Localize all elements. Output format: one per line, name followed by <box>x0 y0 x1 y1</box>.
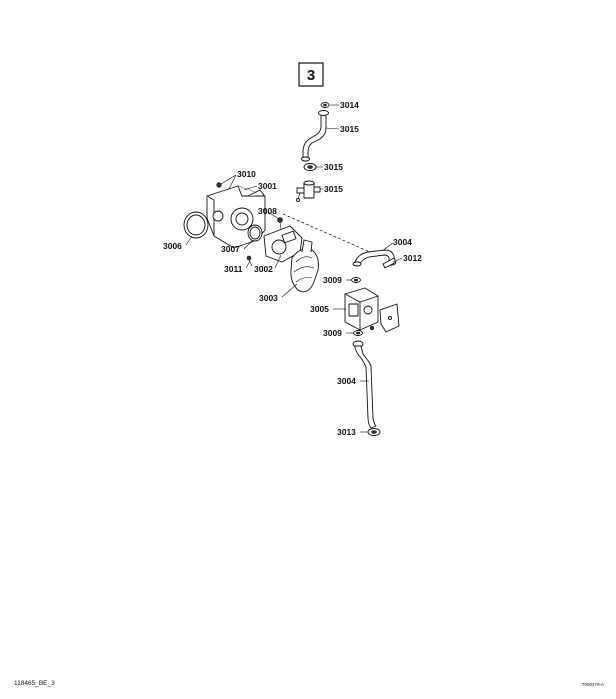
label-3004-upper: 3004 <box>393 237 412 247</box>
label-3009-upper: 3009 <box>323 275 342 285</box>
label-3012: 3012 <box>403 253 422 263</box>
part-3004-lower-pipe[interactable] <box>352 340 377 429</box>
part-3011-screw[interactable] <box>246 255 253 267</box>
part-3008-screw[interactable] <box>277 217 283 230</box>
label-3010: 3010 <box>237 169 256 179</box>
label-3013: 3013 <box>337 427 356 437</box>
label-3002: 3002 <box>254 264 273 274</box>
part-3015-upper-pipe[interactable] <box>301 110 329 162</box>
label-3011: 3011 <box>224 264 243 274</box>
part-3015-valve[interactable] <box>296 180 321 202</box>
part-3005-valve-body[interactable] <box>344 287 379 331</box>
alignment-dashed-line <box>282 213 371 253</box>
part-3013-seal[interactable] <box>367 428 381 436</box>
part-3014-seal[interactable] <box>320 102 330 108</box>
label-3006: 3006 <box>163 241 182 251</box>
label-3005: 3005 <box>310 304 329 314</box>
section-number: 3 <box>307 67 315 84</box>
footer-document-id: 118465_BE_3 <box>14 680 55 687</box>
part-3015-nut[interactable] <box>303 163 317 171</box>
label-3014: 3014 <box>340 100 359 110</box>
part-3006-oring[interactable] <box>183 211 209 239</box>
label-3008: 3008 <box>258 206 277 216</box>
part-3007-oring[interactable] <box>247 224 263 242</box>
label-3004-lower: 3004 <box>337 376 356 386</box>
label-3001: 3001 <box>258 181 277 191</box>
part-labels: 3014 3015 3015 3015 3010 3001 3008 3006 … <box>163 100 422 437</box>
label-3015-nut: 3015 <box>324 162 343 172</box>
part-3009-lower-seal[interactable] <box>353 330 363 336</box>
label-3003: 3003 <box>259 293 278 303</box>
label-3015-valve: 3015 <box>324 184 343 194</box>
label-3015-upper: 3015 <box>340 124 359 134</box>
label-3007: 3007 <box>221 244 240 254</box>
part-3012-clip[interactable] <box>382 257 397 269</box>
label-3009-lower: 3009 <box>323 328 342 338</box>
part-3009-upper-seal[interactable] <box>351 277 361 283</box>
footer-figure-id: T000379-A <box>581 682 604 687</box>
leader-lines <box>185 104 403 433</box>
section-number-box: 3 <box>298 62 324 87</box>
part-bracket-plate[interactable] <box>369 303 400 333</box>
part-3003-hose[interactable] <box>290 239 319 293</box>
